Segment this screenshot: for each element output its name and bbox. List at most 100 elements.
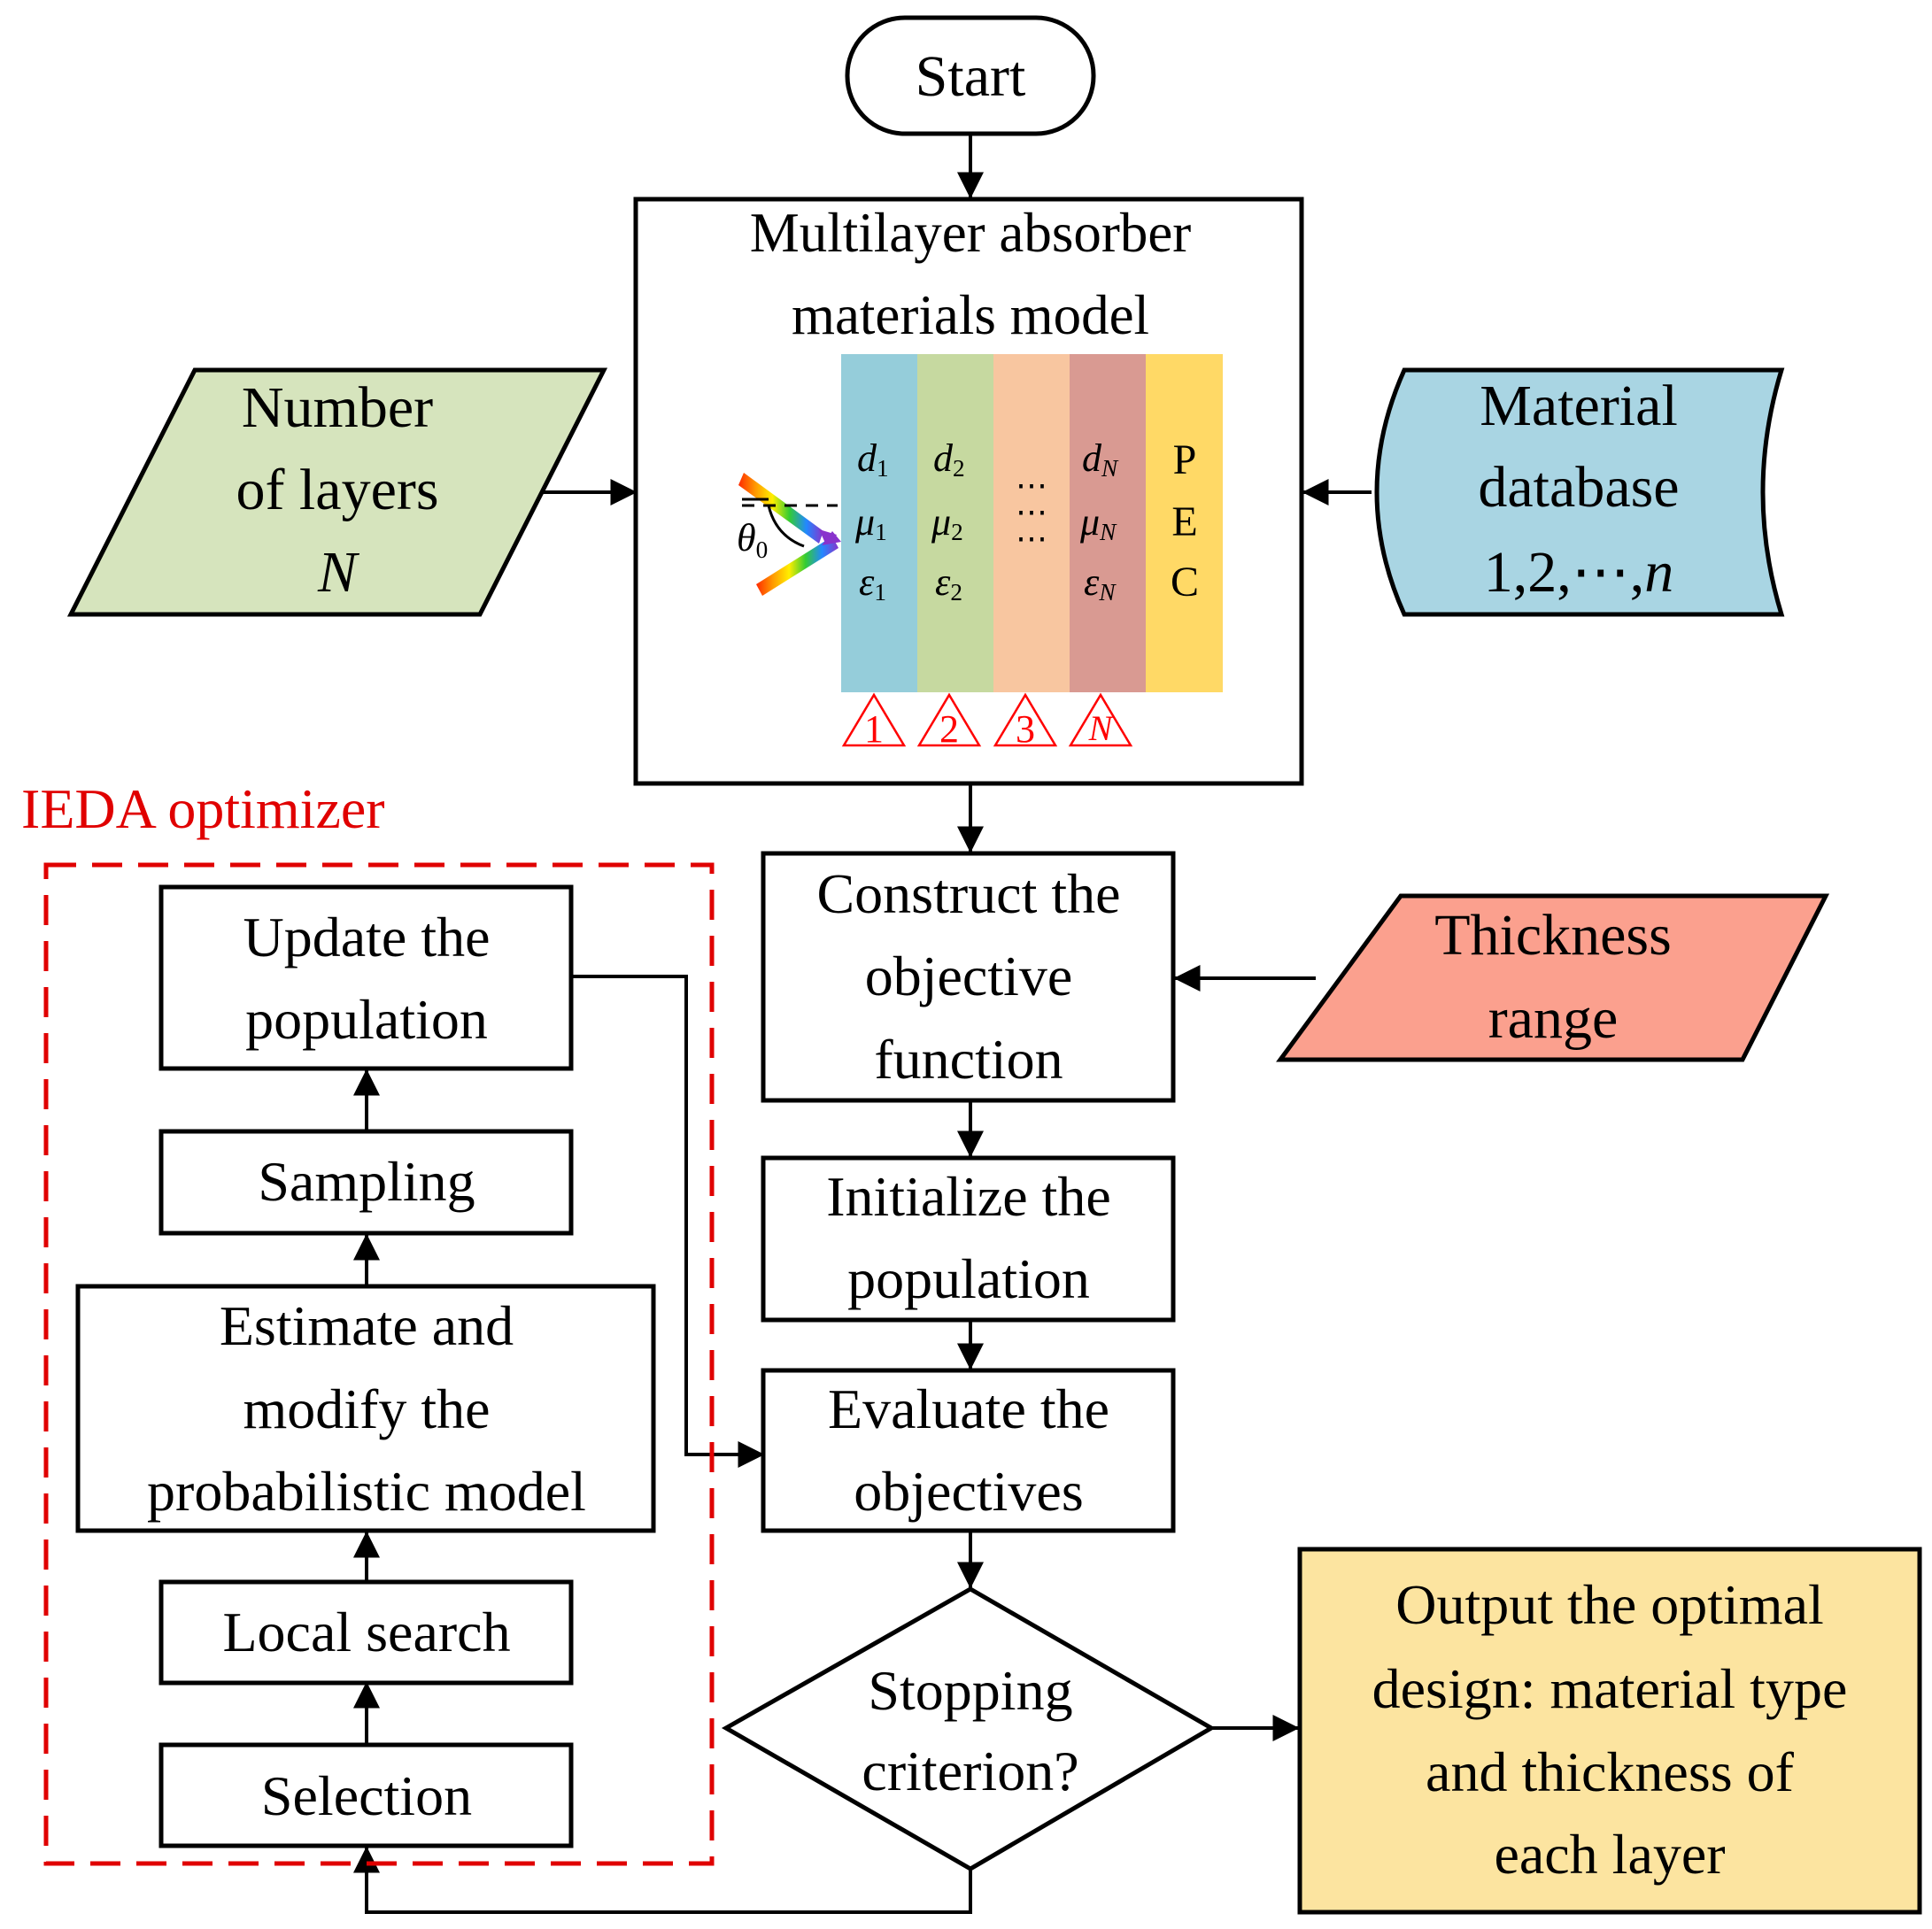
output-line4: each layer [1494, 1823, 1725, 1886]
dots-row-1: ⋯ [1016, 467, 1047, 503]
svg-text:ε2: ε2 [935, 560, 962, 606]
marker-n-triangle [1068, 692, 1133, 747]
marker-2-triangle [916, 692, 982, 747]
marker-2-label: 2 [939, 707, 959, 751]
thickness-line2: range [1488, 986, 1619, 1051]
layer-3-dots: ⋯ ⋯ ⋯ [1016, 467, 1047, 556]
optimizer-label: IEDA optimizer [21, 777, 385, 840]
construct-line3: function [874, 1028, 1063, 1091]
angle-theta: θ [737, 516, 756, 559]
layers-line2: of layers [236, 458, 438, 522]
svg-text:dN: dN [1082, 436, 1119, 482]
svg-text:d1: d1 [857, 436, 889, 482]
angle-theta-sub: 0 [756, 536, 769, 563]
layer-3-band [993, 354, 1070, 692]
layer-n-eps-index: N [1098, 579, 1117, 606]
pec-letter-c: C [1171, 559, 1199, 606]
construct-objective-box: Construct the objective function [761, 851, 1176, 1103]
output-line2: design: material type [1372, 1657, 1848, 1720]
selection-label: Selection [261, 1764, 472, 1827]
layer-n-eps: ε [1084, 560, 1100, 604]
multilayer-model-box: Multilayer absorber materials model d1 μ… [633, 197, 1304, 786]
arrow-update-to-evaluate [571, 975, 765, 1468]
selection-box: Selection [158, 1742, 574, 1848]
connectors [353, 134, 1372, 1914]
evaluate-objectives-box: Evaluate the objectives [761, 1368, 1176, 1533]
estimate-line1: Estimate and [220, 1294, 514, 1357]
svg-text:ε1: ε1 [859, 560, 886, 606]
model-title-line2: materials model [792, 284, 1149, 346]
sampling-box: Sampling [158, 1129, 574, 1236]
svg-text:d2: d2 [933, 436, 965, 482]
construct-line2: objective [865, 945, 1073, 1007]
pec-band [1146, 354, 1223, 692]
svg-text:μ2: μ2 [931, 500, 963, 545]
update-line1: Update the [243, 906, 491, 968]
svg-text:θ0: θ0 [737, 516, 768, 563]
svg-text:1,2,⋯,n: 1,2,⋯,n [1484, 540, 1674, 605]
material-line2: database [1478, 455, 1679, 520]
marker-1-triangle [841, 692, 907, 747]
layer-2-params: d2 μ2 ε2 [931, 436, 965, 606]
material-line3-numbers: 1,2,⋯, [1484, 540, 1645, 605]
layer-1-mu-index: 1 [875, 519, 887, 545]
normal-line [742, 504, 838, 548]
layer-1-d-index: 1 [877, 455, 889, 482]
pec-letter-p: P [1173, 436, 1197, 483]
pec-label: P E C [1171, 436, 1199, 606]
layer-2-d: d [933, 436, 954, 480]
model-title-line1: Multilayer absorber [750, 202, 1192, 264]
material-database-input: Material database 1,2,⋯,n [1374, 367, 1785, 617]
sampling-label: Sampling [258, 1150, 475, 1213]
dots-row-3: ⋯ [1016, 521, 1047, 556]
layer-1-params: d1 μ1 ε1 [854, 436, 889, 606]
stopping-line1: Stopping [868, 1659, 1072, 1722]
layer-1-mu: μ [854, 500, 875, 544]
layer-n-band [1070, 354, 1146, 692]
evaluate-line2: objectives [854, 1460, 1083, 1523]
output-line1: Output the optimal [1395, 1573, 1824, 1636]
layer-markers [841, 692, 1133, 747]
arrow-stopping-to-selection [353, 1846, 972, 1914]
construct-line1: Construct the [816, 862, 1120, 925]
update-line2: population [245, 988, 488, 1051]
thickness-line1: Thickness [1434, 903, 1672, 968]
initialize-line2: population [847, 1247, 1090, 1310]
local-search-box: Local search [158, 1579, 574, 1686]
optimizer-boundary [43, 862, 715, 1866]
estimate-line2: modify the [243, 1377, 490, 1440]
estimate-model-box: Estimate and modify the probabilistic mo… [75, 1284, 656, 1533]
layer-1-d: d [857, 436, 877, 480]
layer-2-band [917, 354, 993, 692]
marker-n-label: N [1088, 708, 1115, 748]
material-line3-n: n [1644, 540, 1673, 605]
update-population-box: Update the population [158, 884, 574, 1071]
number-of-layers-input: Number of layers N [66, 367, 608, 617]
dots-row-2: ⋯ [1016, 494, 1047, 529]
svg-text:μ1: μ1 [854, 500, 887, 545]
evaluate-line1: Evaluate the [828, 1377, 1109, 1440]
local-search-label: Local search [222, 1601, 510, 1663]
layer-n-mu-index: N [1099, 519, 1117, 545]
output-design-box: Output the optimal design: material type… [1297, 1547, 1922, 1915]
output-line3: and thickness of [1426, 1740, 1795, 1803]
layer-n-mu: μ [1079, 500, 1100, 544]
marker-1-label: 1 [864, 707, 884, 751]
layer-n-params: dN μN εN [1079, 436, 1119, 606]
start-label: Start [916, 44, 1026, 109]
layer-stack [841, 354, 1223, 692]
layer-n-d-index: N [1101, 455, 1119, 482]
layer-n-d: d [1082, 436, 1102, 480]
initialize-population-box: Initialize the population [761, 1155, 1176, 1323]
layers-line1: Number [242, 375, 433, 440]
start-terminal: Start [845, 15, 1096, 136]
stopping-line2: criterion? [862, 1740, 1078, 1802]
layer-2-mu-index: 2 [951, 519, 963, 545]
layer-2-d-index: 2 [953, 455, 965, 482]
svg-text:μN: μN [1079, 500, 1117, 545]
layer-2-mu: μ [931, 500, 951, 544]
stopping-criterion-decision: Stopping criterion? [721, 1586, 1216, 1871]
layer-1-eps-index: 1 [874, 579, 886, 606]
